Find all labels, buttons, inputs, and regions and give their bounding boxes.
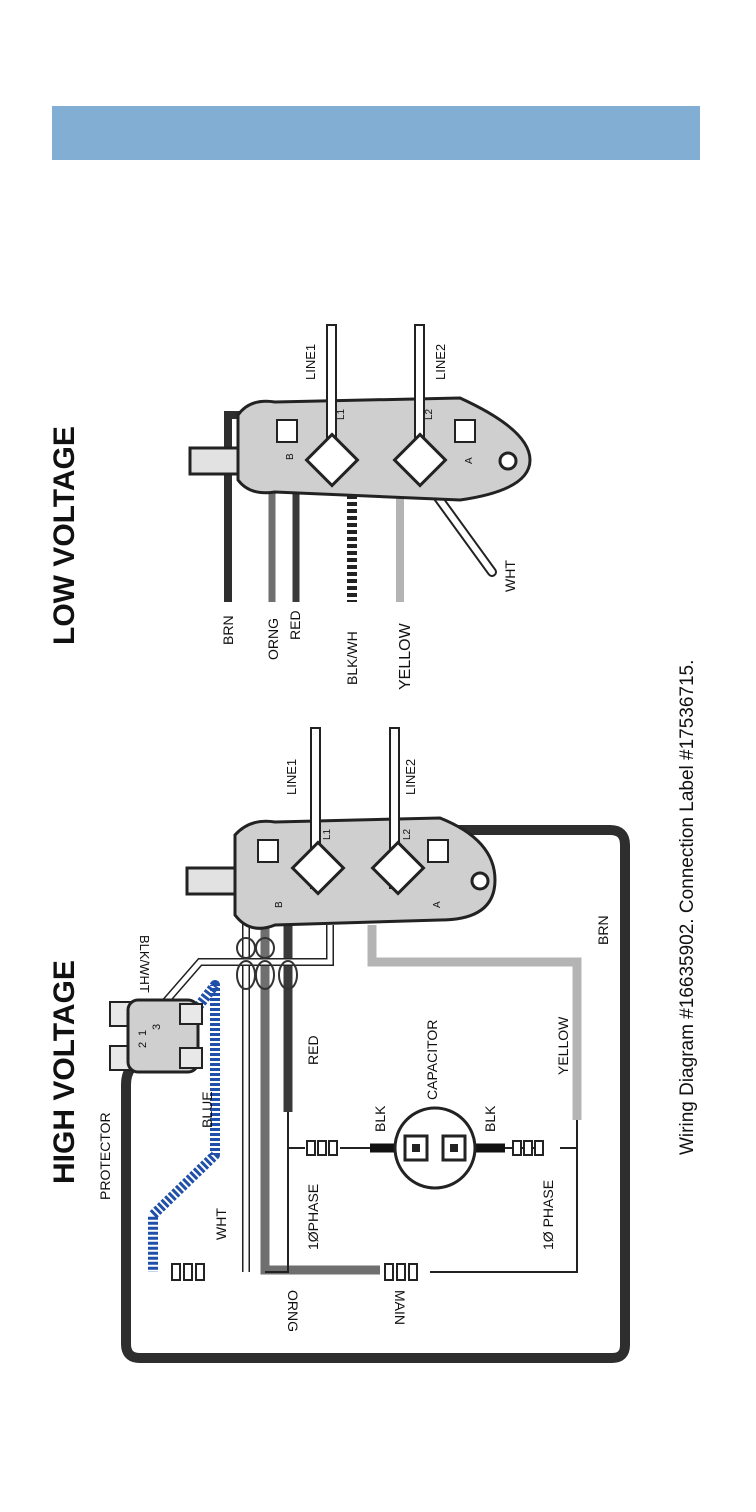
hv-label-term-l2: L2 <box>402 828 413 840</box>
hv-label-blk1: BLK <box>372 1105 388 1132</box>
hv-terminal-plate <box>187 818 495 928</box>
hv-label-protector-1: 1 <box>137 1030 149 1036</box>
title-high-voltage: HIGH VOLTAGE <box>48 960 81 1184</box>
lv-label-term-l2: L2 <box>424 408 435 420</box>
lv-plate-stub <box>190 448 240 474</box>
lv-label-brn: BRN <box>220 615 236 645</box>
hv-label-red: RED <box>305 1035 321 1065</box>
hv-label-wht: WHT <box>213 1208 229 1240</box>
hv-wire-yellow <box>372 925 577 1120</box>
hv-label-protector-3: 3 <box>151 1024 163 1030</box>
hv-label-phase2: 1Ø PHASE <box>540 1180 556 1250</box>
title-low-voltage: LOW VOLTAGE <box>48 426 81 645</box>
high-voltage-diagram <box>110 728 625 1358</box>
hv-label-term-b: B <box>274 901 285 908</box>
low-voltage-diagram <box>190 325 530 602</box>
lv-label-yellow: YELLOW <box>397 622 414 690</box>
hv-protector <box>110 1000 202 1072</box>
lv-plate-hole <box>500 453 516 469</box>
lv-label-line2: LINE2 <box>433 344 448 380</box>
hv-label-main: MAIN <box>392 1290 408 1325</box>
lv-label-term-a: A <box>464 457 475 464</box>
lv-label-wht: WHT <box>502 560 518 592</box>
hv-label-capacitor: CAPACITOR <box>424 1020 440 1100</box>
lv-terminal-plate <box>238 398 530 500</box>
hv-capacitor <box>395 1108 475 1188</box>
lv-label-red: RED <box>287 610 303 640</box>
hv-label-protector-2: 2 <box>137 1042 149 1048</box>
hv-label-phase1: 1ØPHASE <box>305 1184 321 1250</box>
hv-label-yellow: YELLOW <box>555 1016 571 1075</box>
lv-label-term-l1: L1 <box>336 408 347 420</box>
hv-label-brn: BRN <box>595 915 611 945</box>
lv-stud-a <box>455 420 475 442</box>
hv-wire-orng <box>265 915 380 1270</box>
hv-label-term-l1: L1 <box>322 828 333 840</box>
hv-label-orng: ORNG <box>285 1290 301 1332</box>
hv-label-protector: PROTECTOR <box>97 1112 113 1200</box>
hv-label-line2: LINE2 <box>403 759 418 795</box>
hv-label-term-a: A <box>432 901 443 908</box>
lv-label-line1: LINE1 <box>303 344 318 380</box>
hv-label-line1: LINE1 <box>284 759 299 795</box>
hv-label-blue: BLUE <box>199 1091 215 1128</box>
hv-label-blkwht: BLK/WHT <box>137 935 152 993</box>
lv-label-blkwht: BLK/WH <box>344 631 360 685</box>
lv-label-orng: ORNG <box>265 618 281 660</box>
lv-stud-b <box>277 420 297 442</box>
caption: Wiring Diagram #16635902. Connection Lab… <box>677 660 698 1155</box>
hv-label-blk2: BLK <box>482 1105 498 1132</box>
lv-label-term-b: B <box>285 453 296 460</box>
